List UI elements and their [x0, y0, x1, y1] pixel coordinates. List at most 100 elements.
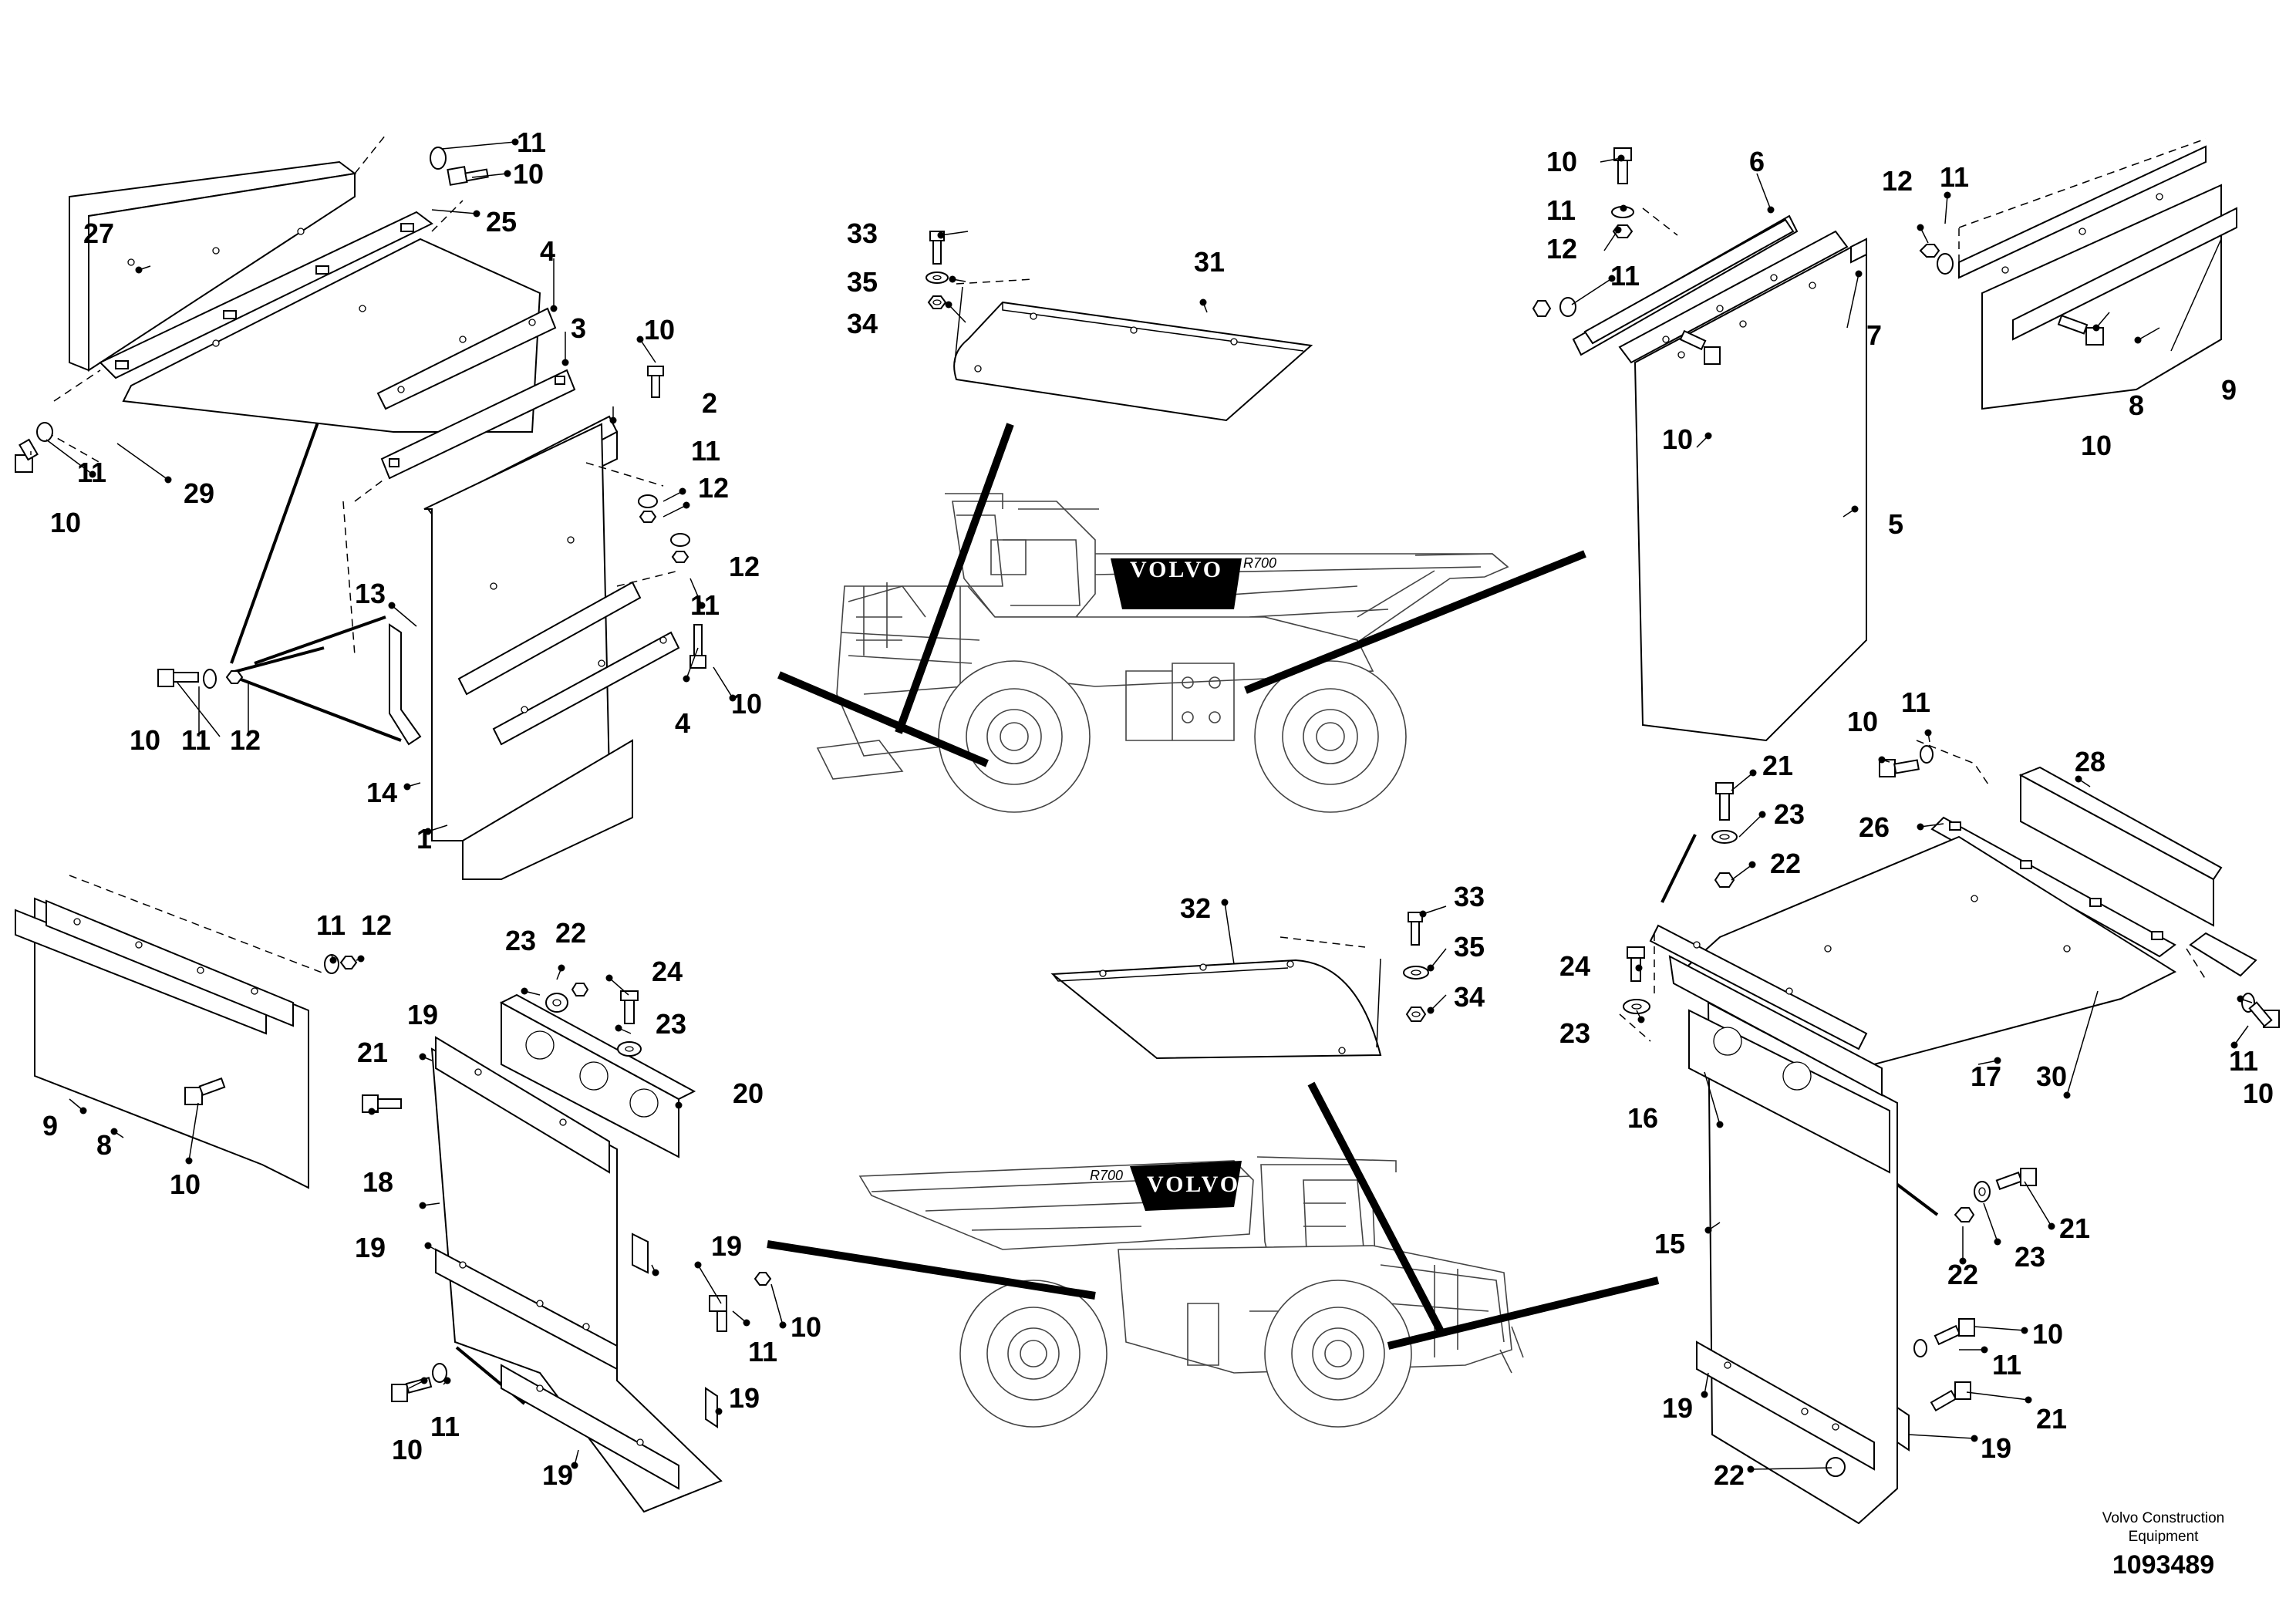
callout-21: 21 [357, 1037, 388, 1068]
truck-lower-front-wheel [1264, 1280, 1412, 1428]
callout-27: 27 [83, 218, 114, 249]
callout-12: 12 [698, 472, 729, 504]
callout-4: 4 [675, 707, 690, 739]
callout-29: 29 [184, 477, 214, 509]
callout-33: 33 [847, 218, 878, 249]
callout-19: 19 [711, 1230, 742, 1262]
callout-19: 19 [729, 1382, 760, 1414]
callout-28: 28 [2075, 746, 2106, 777]
callout-6: 6 [1749, 146, 1765, 177]
callout-7: 7 [1866, 319, 1882, 351]
callout-22: 22 [1947, 1259, 1978, 1290]
callout-8: 8 [2129, 389, 2144, 421]
callout-30: 30 [2036, 1061, 2067, 1092]
left-mudflap-18 [362, 983, 772, 1513]
truck-model-upper: R700 [1243, 555, 1276, 571]
bolt-11-mid [709, 1295, 727, 1332]
callout-10: 10 [1546, 146, 1577, 177]
callout-23: 23 [505, 925, 536, 956]
callout-19: 19 [1662, 1392, 1693, 1424]
callout-19: 19 [1981, 1432, 2011, 1464]
bolt-10-right [647, 366, 664, 398]
callout-34: 34 [847, 308, 878, 339]
callout-24: 24 [1559, 950, 1590, 982]
left-top-assembly [15, 134, 706, 880]
callout-24: 24 [652, 956, 683, 987]
bolt-10-far-right [2057, 314, 2104, 346]
bolt-10-left-bottom [184, 1077, 226, 1105]
right-mudflap-8 [1919, 138, 2237, 410]
callout-23: 23 [656, 1008, 686, 1040]
location-pointers [230, 308, 1939, 1405]
bolt-21-left [362, 1094, 402, 1113]
callout-11: 11 [1940, 161, 1969, 193]
callout-11: 11 [748, 1336, 777, 1367]
callout-10: 10 [731, 688, 762, 720]
callout-11: 11 [1901, 686, 1930, 718]
callout-23: 23 [1774, 798, 1805, 830]
callout-13: 13 [355, 578, 386, 609]
callout-19: 19 [355, 1232, 386, 1263]
callout-11: 11 [430, 1411, 460, 1442]
callout-10: 10 [170, 1168, 201, 1200]
callout-19: 19 [542, 1459, 573, 1491]
callout-21: 21 [1762, 750, 1793, 781]
callout-33: 33 [1454, 881, 1485, 912]
callout-25: 25 [486, 206, 517, 238]
callout-10: 10 [2081, 430, 2112, 461]
callout-18: 18 [362, 1166, 393, 1198]
bolt-10-lower-left [157, 669, 199, 687]
fender-plate-31 [925, 231, 1313, 422]
callout-22: 22 [1714, 1459, 1745, 1491]
callout-20: 20 [733, 1077, 764, 1109]
callout-12: 12 [361, 909, 392, 941]
truck-logo-lower: VOLVO [1147, 1172, 1240, 1197]
callout-11: 11 [77, 457, 106, 488]
bolt-33-bottom [1408, 912, 1423, 946]
callout-11: 11 [1610, 260, 1640, 292]
bolt-21-right-mid [1995, 1168, 2037, 1191]
callout-17: 17 [1971, 1061, 2001, 1092]
truck-model-lower: R700 [1090, 1168, 1123, 1183]
callout-23: 23 [1559, 1017, 1590, 1049]
callout-12: 12 [1882, 165, 1913, 197]
callout-11: 11 [181, 724, 211, 756]
callout-14: 14 [366, 777, 397, 808]
bolt-10-right-lower [1934, 1318, 1975, 1346]
callout-11: 11 [2229, 1045, 2258, 1077]
right-bottom-assembly [1619, 740, 2280, 1525]
truck-upper-front-wheel [938, 660, 1091, 813]
callout-10: 10 [1847, 706, 1878, 737]
callout-35: 35 [847, 266, 878, 298]
fender-plate-32 [1050, 912, 1429, 1060]
callout-11: 11 [316, 909, 346, 941]
callout-26: 26 [1859, 811, 1890, 843]
callout-16: 16 [1627, 1102, 1658, 1134]
callout-10: 10 [791, 1311, 821, 1343]
callout-11: 11 [517, 126, 546, 158]
callout-12: 12 [1546, 233, 1577, 265]
truck-upper-rear-wheel [1254, 660, 1407, 813]
callout-9: 9 [42, 1110, 58, 1141]
callout-11: 11 [1992, 1349, 2021, 1381]
callout-32: 32 [1180, 892, 1211, 924]
callout-labels: 11 10 25 27 4 3 10 2 11 12 11 10 29 12 1… [42, 126, 2274, 1491]
callout-23: 23 [2014, 1241, 2045, 1273]
callout-8: 8 [96, 1129, 112, 1161]
bolt-21-right-top [1715, 782, 1734, 821]
bolt-10-top-left [447, 166, 489, 186]
callout-12: 12 [230, 724, 261, 756]
bolt-10-left [15, 438, 39, 473]
callout-11: 11 [1546, 194, 1576, 226]
left-mudflap-8 [15, 875, 358, 1189]
callout-22: 22 [555, 917, 586, 949]
brand-line-2: Equipment [2129, 1529, 2200, 1545]
callout-10: 10 [644, 314, 675, 346]
leader-dots [79, 138, 2244, 1473]
bolt-10-right-top [1613, 147, 1632, 184]
right-mudflap-5 [1532, 147, 1867, 742]
callout-10: 10 [1662, 423, 1693, 455]
callout-10: 10 [392, 1434, 423, 1465]
callout-35: 35 [1454, 931, 1485, 963]
callout-9: 9 [2221, 374, 2237, 406]
